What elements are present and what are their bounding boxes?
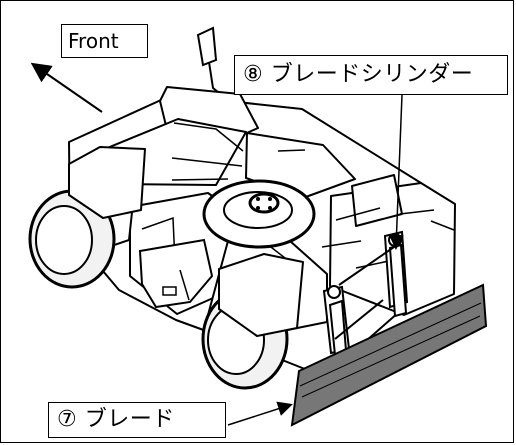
blade-label: ⑦ ブレード — [48, 402, 226, 438]
front-direction-label: Front — [61, 24, 148, 58]
side-box — [138, 238, 214, 309]
front-direction-arrow — [30, 62, 103, 113]
blade-cylinders — [322, 230, 409, 367]
blade-cylinder-leader-arrow — [388, 94, 404, 250]
blade-cylinder-label: ⑧ ブレードシリンダー — [234, 55, 508, 95]
blade-leader-arrow — [227, 401, 293, 426]
front-left-wheel — [28, 189, 116, 289]
fenders — [68, 146, 304, 337]
turntable — [202, 179, 316, 249]
dozer-blade — [290, 283, 488, 427]
